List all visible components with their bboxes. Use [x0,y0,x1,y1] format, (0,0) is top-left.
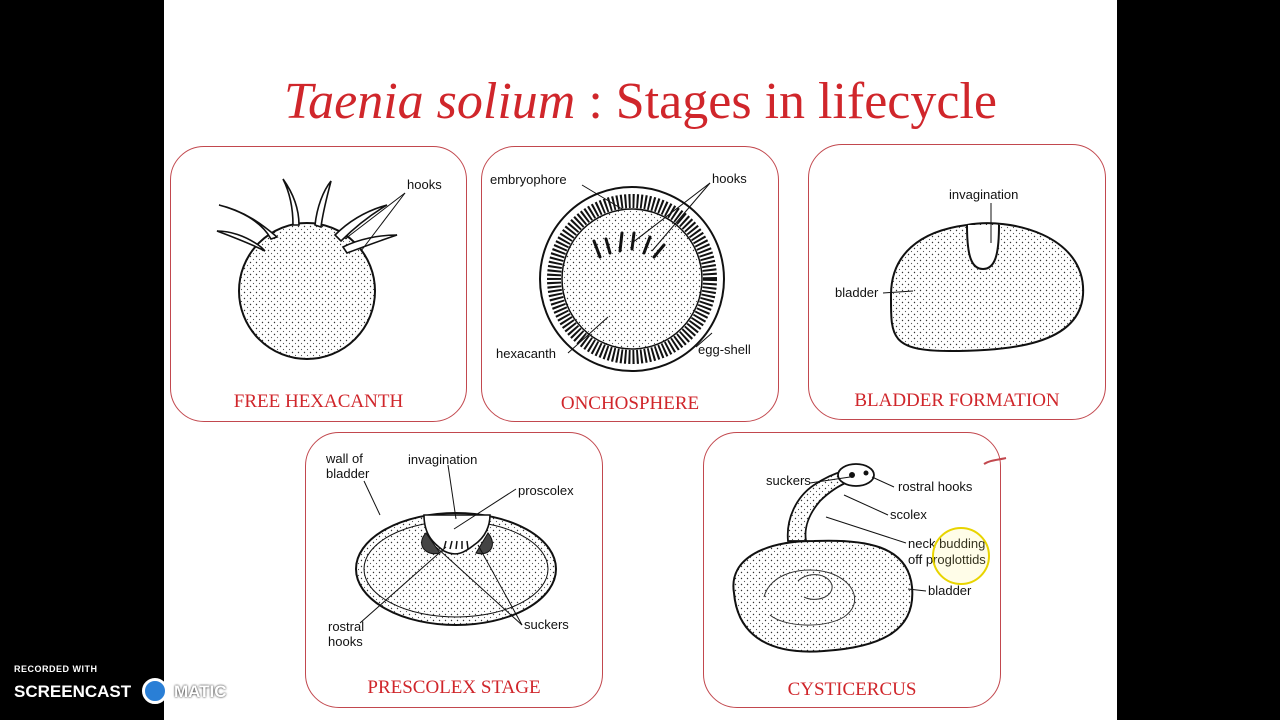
cysticercus-bladder [732,539,914,653]
label-wall-of: wall of [325,451,363,466]
caption-free-hexacanth: FREE HEXACANTH [233,391,404,412]
invagination-cavity [423,514,491,555]
screencast-logo-icon [142,678,168,704]
title-species: Taenia solium [284,73,576,130]
label-scolex: scolex [890,507,927,522]
watermark-brand: SCREENCAST [14,682,132,701]
label-hooks: hooks [712,171,747,186]
caption-onchosphere: ONCHOSPHERE [560,393,700,414]
prescolex-hooks [443,540,469,550]
bladder-body [889,222,1085,353]
label-bladder: bladder [835,285,879,300]
card-bladder-formation: invagination bladder BLADDER FORMATION [808,144,1106,420]
label-bladder: bladder [326,466,370,481]
cysticercus-scolex [837,463,875,487]
label-hexacanth: hexacanth [496,346,556,361]
label-rostral-hooks: rostral hooks [898,479,973,494]
watermark-suffix: MATIC [174,682,227,701]
slide: Taenia solium : Stages in lifecycle hoo [164,0,1117,720]
caption-prescolex-stage: PRESCOLEX STAGE [367,677,541,698]
label-suckers: suckers [766,473,811,488]
label-bladder: bladder [928,583,972,598]
bladder-formation-diagram: invagination bladder [835,187,1085,353]
label-hooks: hooks [407,177,442,192]
label-egg-shell: egg-shell [698,342,751,357]
label-invagination: invagination [408,452,477,467]
card-prescolex-stage: wall of bladder invagination proscolex r… [305,432,603,708]
card-free-hexacanth: hooks FREE HEXACANTH [170,146,467,422]
hexacanth-diagram: hooks [216,177,442,360]
label-rostral: rostral [328,619,364,634]
slide-title: Taenia solium : Stages in lifecycle [164,72,1117,131]
screencast-watermark: RECORDED WITH SCREENCAST MATIC [14,664,254,714]
title-subtitle: : Stages in lifecycle [575,73,997,130]
label-suckers: suckers [524,617,569,632]
onchosphere-diagram: embryophore hooks hexacanth egg-shell [490,171,751,372]
label-proscolex: proscolex [518,483,574,498]
caption-cysticercus: CYSTICERCUS [787,679,917,700]
prescolex-diagram: wall of bladder invagination proscolex r… [325,451,574,649]
cursor-highlight [932,527,990,585]
invagination-groove [966,224,1000,271]
hexacanth-core [561,208,703,350]
label-invagination: invagination [949,187,1018,202]
label-hooks: hooks [328,634,363,649]
cysticercus-diagram: suckers rostral hooks scolex neck buddin… [732,463,986,653]
label-embryophore: embryophore [490,172,567,187]
watermark-recorded-with: RECORDED WITH [14,664,98,674]
onchosphere-hooks [592,231,666,259]
prescolex-bladder [355,512,557,626]
pen-mark [983,457,1007,465]
card-onchosphere: embryophore hooks hexacanth egg-shell ON… [481,146,779,422]
hexacanth-hooks [216,178,398,254]
embryophore [547,194,717,364]
caption-bladder-formation: BLADDER FORMATION [854,390,1060,411]
hexacanth-body [238,222,376,360]
